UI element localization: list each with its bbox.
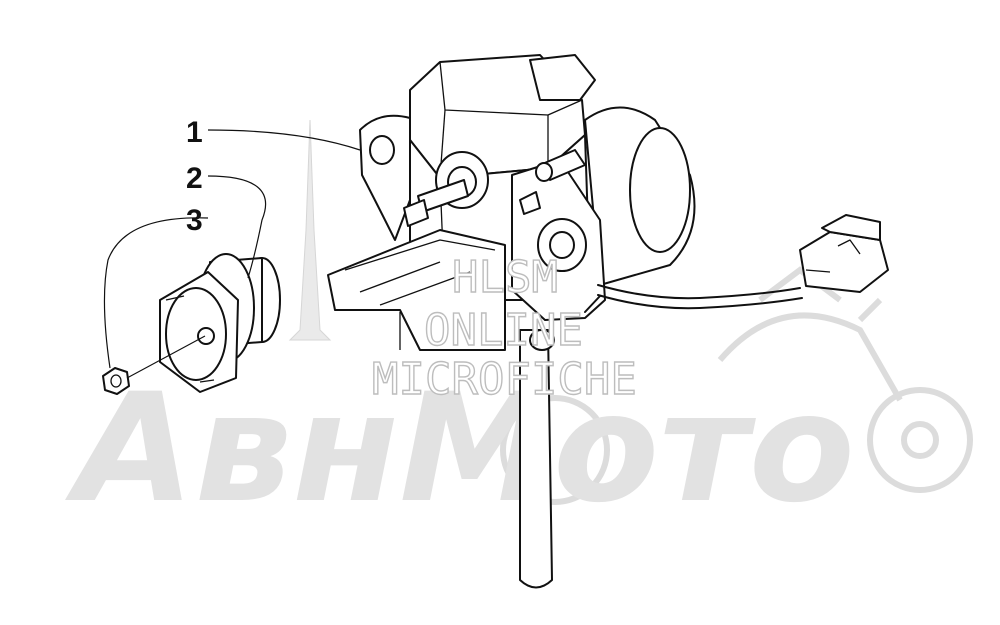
site-watermark: HLSM ONLINE MICROFICHE — [371, 251, 637, 405]
nut-part-3 — [102, 335, 206, 395]
callout-2: 2 — [186, 162, 203, 195]
callout-leaders — [103, 129, 361, 369]
site-watermark-line3: MICROFICHE — [372, 354, 637, 405]
site-watermark-line1: HLSM — [452, 252, 558, 303]
spire-watermark-icon — [288, 119, 332, 341]
callout-1: 1 — [186, 116, 203, 149]
callout-labels: 1 2 3 — [186, 116, 203, 237]
motorcycle-watermark-icon — [500, 266, 973, 505]
brand-watermark-text: АвнМото — [65, 362, 855, 536]
callout-3: 3 — [186, 204, 203, 237]
site-watermark-line2: ONLINE — [424, 305, 583, 356]
bushing-part-2 — [159, 253, 281, 393]
actuator-assembly — [327, 54, 889, 589]
brand-watermark: АвнМото — [65, 119, 973, 536]
